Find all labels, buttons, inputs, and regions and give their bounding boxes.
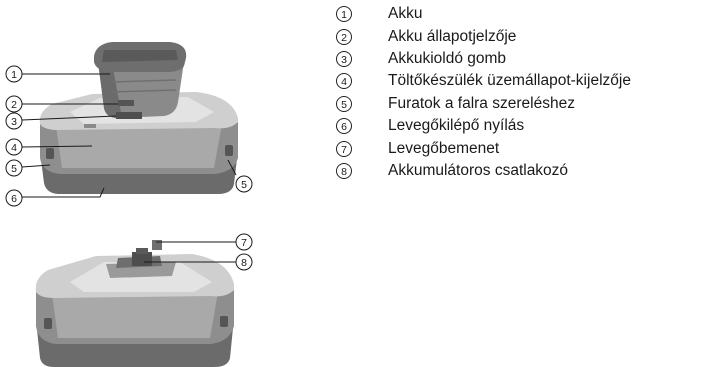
legend-number: 7 [336,140,352,157]
charger-with-battery-illustration: 1 2 3 4 5 5 6 [5,42,253,207]
svg-text:4: 4 [11,142,17,154]
callout-2: 2 [5,95,23,113]
air-inlet [152,240,162,250]
legend-label: Akkukioldó gomb [388,49,507,67]
legend-item-3: 3 Akkukioldó gomb [336,48,716,70]
svg-text:7: 7 [241,237,247,249]
callout-8: 8 [235,253,253,271]
battery-release-button [116,112,142,119]
mount-hole-right [225,145,233,156]
legend-number: 6 [336,118,352,135]
legend-number: 8 [336,162,352,179]
callout-7: 7 [235,233,253,251]
callout-3: 3 [5,112,23,130]
legend-number: 4 [336,73,352,90]
charger-front [56,124,222,168]
legend-item-5: 5 Furatok a falra szereléshez [336,93,716,115]
svg-text:1: 1 [11,69,17,81]
legend-number: 2 [336,28,352,45]
callout-6: 6 [5,189,23,207]
battery-connector [132,252,152,266]
legend-item-2: 2 Akku állapotjelzője [336,25,716,47]
callout-4: 4 [5,138,23,156]
legend-label: Furatok a falra szereléshez [388,94,575,112]
charger-status-indicator [84,124,96,128]
parts-legend: 1 Akku 2 Akku állapotjelzője 3 Akkukiold… [336,3,716,182]
charger-illustration: 7 8 [35,233,253,367]
legend-label: Akku [388,5,423,23]
legend-label: Levegőkilépő nyílás [388,117,525,135]
svg-text:6: 6 [11,193,17,205]
legend-number: 5 [336,95,352,112]
svg-text:5: 5 [241,179,247,191]
legend-number: 3 [336,50,352,67]
svg-text:2: 2 [11,99,17,111]
mount-hole-left [46,148,54,159]
svg-text:3: 3 [11,116,17,128]
callout-5-left: 5 [5,159,23,177]
legend-label: Akku állapotjelzője [388,27,517,45]
legend-label: Töltőkészülék üzemállapot-kijelzője [388,72,631,90]
legend-item-7: 7 Levegőbemenet [336,137,716,159]
battery-state-indicator [118,100,134,106]
legend-item-6: 6 Levegőkilépő nyílás [336,115,716,137]
legend-number: 1 [336,6,352,23]
svg-text:8: 8 [241,257,247,269]
svg-text:5: 5 [11,163,17,175]
legend-item-1: 1 Akku [336,3,716,25]
legend-label: Akkumulátoros csatlakozó [388,161,569,179]
callout-1: 1 [5,65,23,83]
legend-label: Levegőbemenet [388,139,500,157]
legend-item-8: 8 Akkumulátoros csatlakozó [336,160,716,182]
callout-5-right: 5 [235,175,253,193]
legend-item-4: 4 Töltőkészülék üzemállapot-kijelzője [336,70,716,92]
